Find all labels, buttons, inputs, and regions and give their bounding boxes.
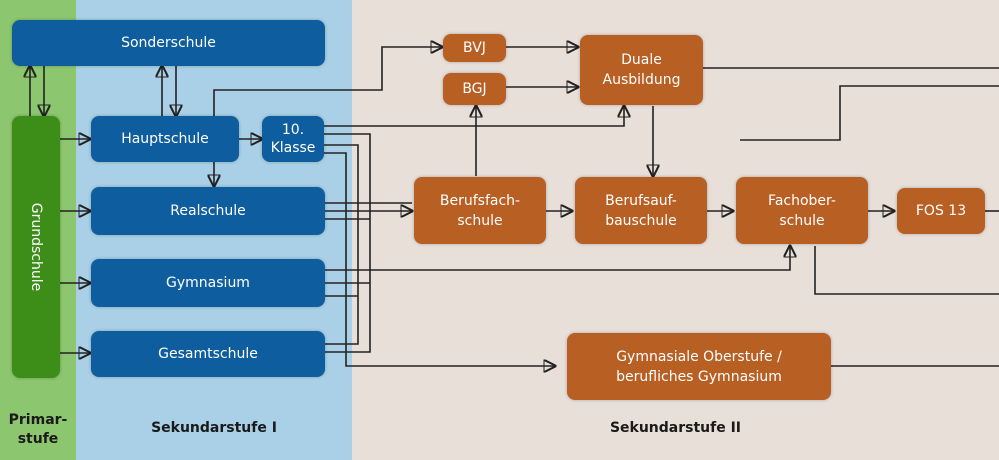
klasse10-label: 10. Klasse xyxy=(270,122,316,156)
box-gesamtschule[interactable]: Gesamtschule xyxy=(91,331,325,377)
label-sekundarstufe-2: Sekundarstufe II xyxy=(609,420,742,436)
box-bgj[interactable]: BGJ xyxy=(443,73,506,105)
label-primarstufe: Primar- stufe xyxy=(8,412,68,447)
duale-label: Duale Ausbildung xyxy=(602,52,681,88)
line-bundle-a xyxy=(324,133,371,353)
box-10-klasse[interactable]: 10. Klasse xyxy=(262,116,324,162)
arrow-haupt-to-bvj xyxy=(213,47,442,116)
grundschule-label: Grundschule xyxy=(28,202,45,292)
fachober-label: Fachober- schule xyxy=(768,192,836,229)
bvj-label: BVJ xyxy=(463,40,486,56)
box-fachoberschule[interactable]: Fachober- schule xyxy=(736,177,868,244)
gymnasium-label: Gymnasium xyxy=(166,275,250,291)
box-berufsaufbauschule[interactable]: Berufsauf- bauschule xyxy=(575,177,707,244)
arrow-to-gymoberstufe xyxy=(324,152,555,366)
line-fachober-out xyxy=(814,246,999,295)
box-realschule[interactable]: Realschule xyxy=(91,187,325,235)
box-sonderschule[interactable]: Sonderschule xyxy=(12,20,325,66)
box-gymnasium[interactable]: Gymnasium xyxy=(91,259,325,307)
box-gymnasiale-oberstufe[interactable]: Gymnasiale Oberstufe / berufliches Gymna… xyxy=(567,333,831,400)
gymoberstufe-label: Gymnasiale Oberstufe / berufliches Gymna… xyxy=(616,348,782,385)
line-right-upper xyxy=(740,85,999,141)
berufsfach-label: Berufsfach- schule xyxy=(439,192,521,229)
box-bvj[interactable]: BVJ xyxy=(443,34,506,62)
fos13-label: FOS 13 xyxy=(915,203,967,219)
box-fos-13[interactable]: FOS 13 xyxy=(897,188,985,234)
box-grundschule[interactable]: Grundschule xyxy=(12,116,60,378)
realschule-label: Realschule xyxy=(170,203,246,219)
box-duale-ausbildung[interactable]: Duale Ausbildung xyxy=(580,35,703,105)
box-berufsfachschule[interactable]: Berufsfach- schule xyxy=(414,177,546,244)
box-hauptschule[interactable]: Hauptschule xyxy=(91,116,239,162)
line-bundle-b xyxy=(324,144,359,345)
gesamtschule-label: Gesamtschule xyxy=(158,346,258,362)
arrow-klasse10-to-duale xyxy=(324,106,624,127)
label-sekundarstufe-1: Sekundarstufe I xyxy=(151,420,277,436)
berufsauf-label: Berufsauf- bauschule xyxy=(605,192,677,229)
arrow-gym-to-fachober xyxy=(325,246,790,271)
bgj-label: BGJ xyxy=(462,81,487,97)
hauptschule-label: Hauptschule xyxy=(121,131,209,147)
sonderschule-label: Sonderschule xyxy=(121,35,216,51)
